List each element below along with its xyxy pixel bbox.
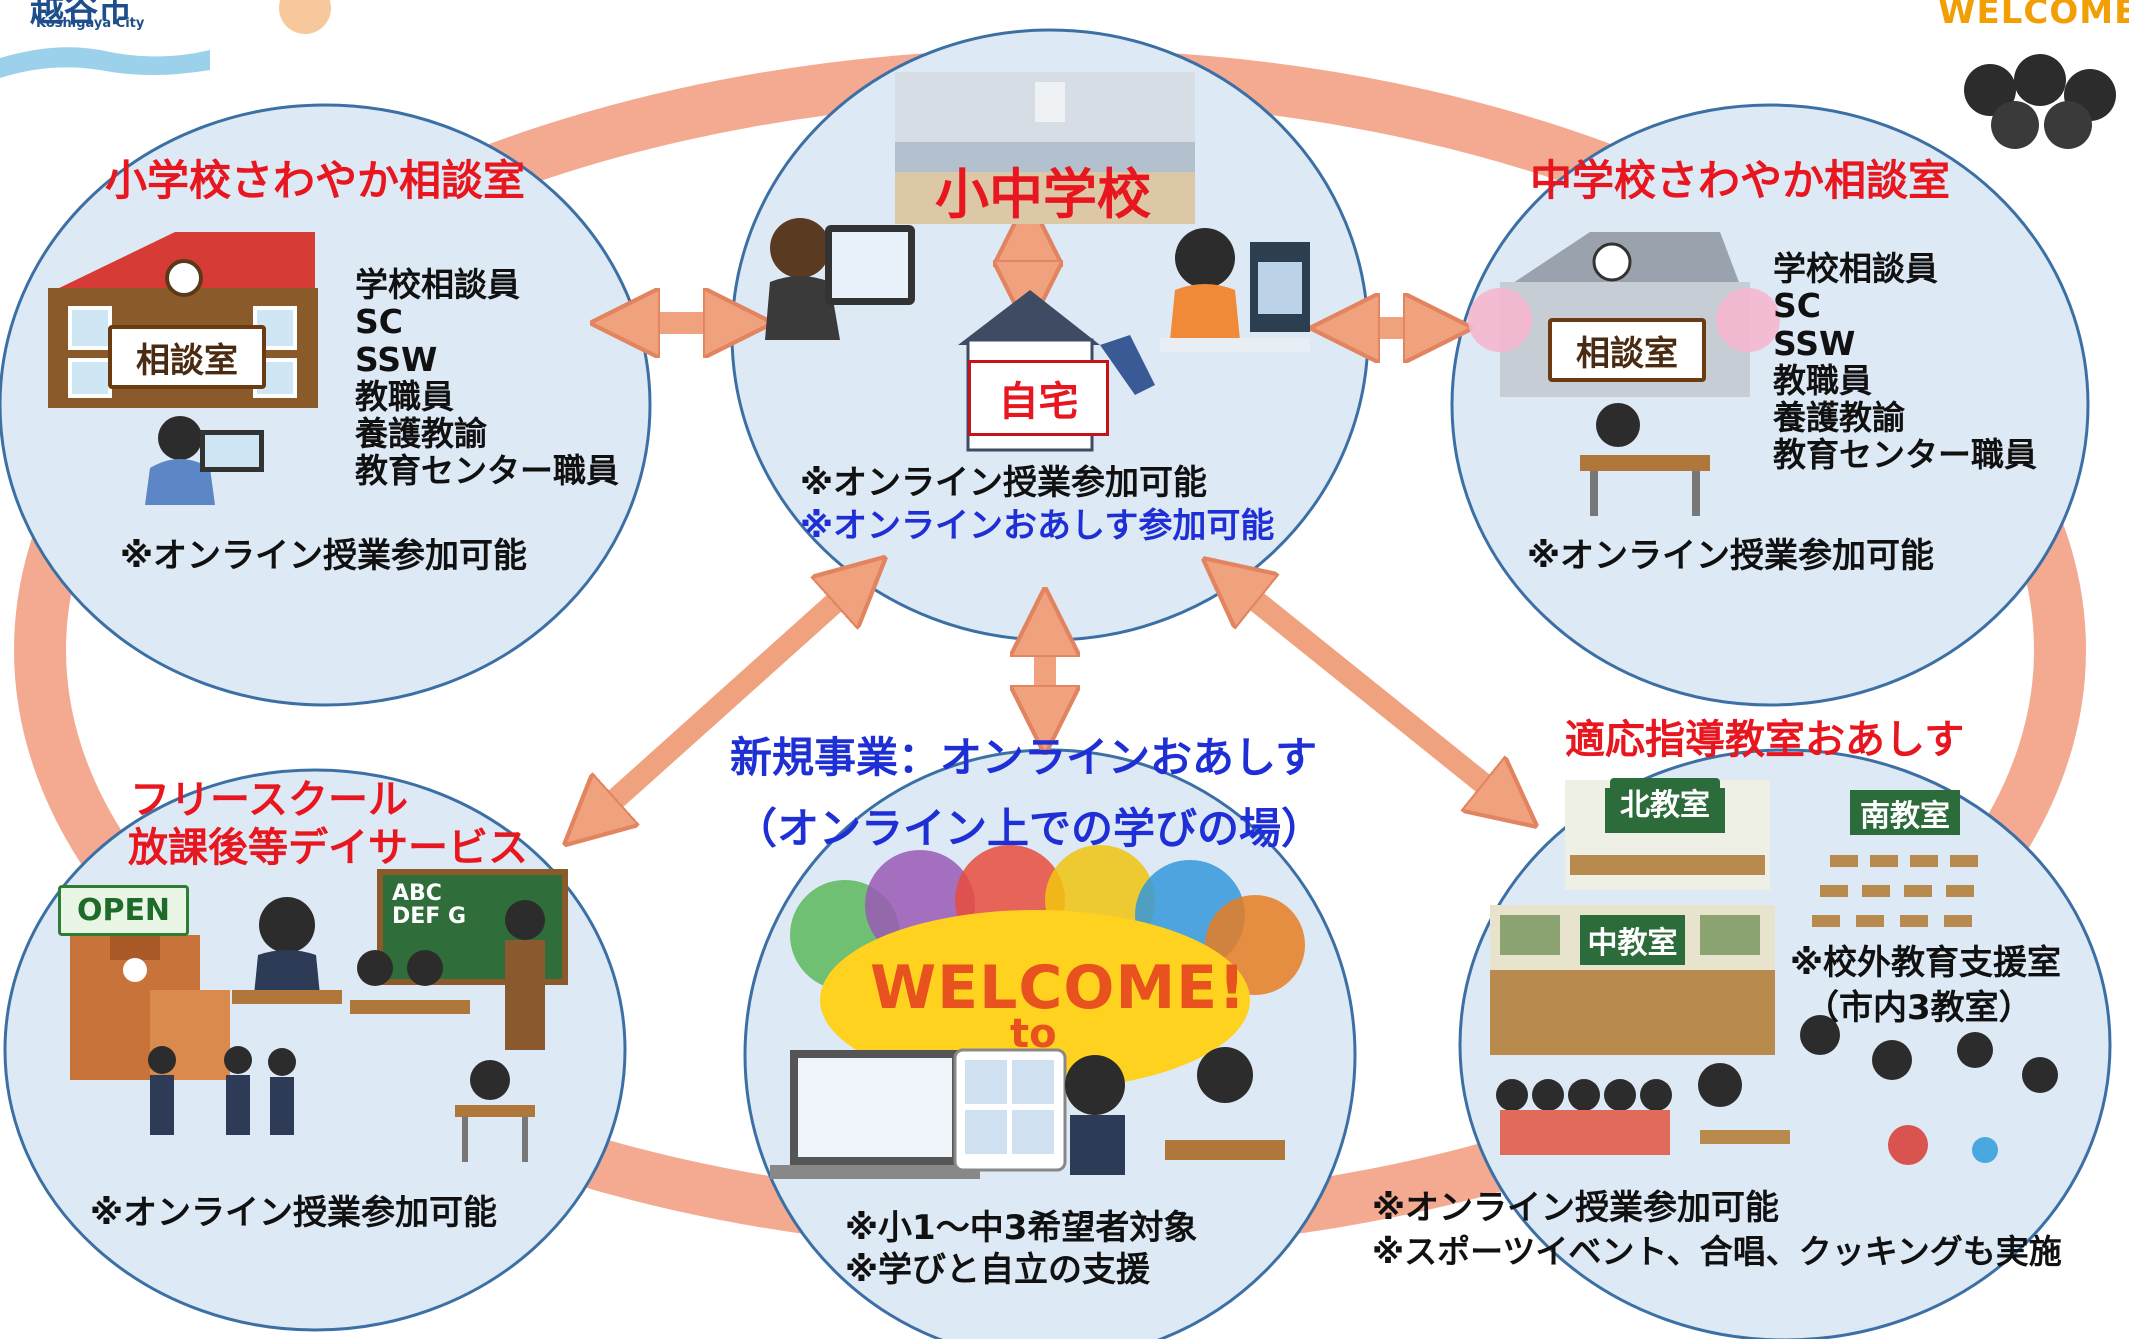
- online-title-line2: （オンライン上での学びの場）: [735, 804, 1324, 853]
- blackboard-text: ABC DEF G: [392, 881, 467, 930]
- staff-item: SSW: [355, 339, 438, 379]
- freeschool-note: ※オンライン授業参加可能: [90, 1193, 498, 1233]
- oasis-note-online: ※オンライン授業参加可能: [1372, 1188, 1780, 1228]
- south-room-label: 南教室: [1860, 798, 1950, 834]
- junior-title: 中学校さわやか相談室: [1530, 156, 1951, 205]
- laptop-teacher-illustration: [770, 1050, 980, 1179]
- welcome-banner-text: WELCOME!: [870, 953, 1247, 1023]
- staff-item: 養護教諭: [1773, 398, 1905, 438]
- online-note-target: ※小1～中3希望者対象: [845, 1208, 1198, 1248]
- south-room-sign: 南教室: [1850, 790, 1960, 835]
- staff-item: 教職員: [355, 376, 454, 416]
- video-call-tablet-illustration: [953, 1048, 1067, 1172]
- students-online-illustration: [1065, 1047, 1285, 1175]
- junior-note: ※オンライン授業参加可能: [1527, 536, 1935, 576]
- junior-room-sign-label: 相談室: [1576, 333, 1678, 374]
- staff-item: 養護教諭: [355, 414, 487, 454]
- school-note-online-class: ※オンライン授業参加可能: [800, 463, 1208, 503]
- student-laptop-illustration: [145, 416, 264, 505]
- walking-students-illustration: [148, 1046, 296, 1135]
- staff-item: 教職員: [1773, 360, 1872, 400]
- elementary-title: 小学校さわやか相談室: [105, 156, 526, 205]
- circle-oasis: [1458, 748, 2112, 1339]
- balloons-illustration: [790, 845, 1305, 1090]
- welcome-badge: WELCOME: [1938, 0, 2129, 32]
- staff-item: SC: [1773, 286, 1821, 326]
- online-note-support: ※学びと自立の支援: [845, 1250, 1151, 1290]
- north-room-label: 北教室: [1620, 788, 1710, 823]
- open-sign-text: OPEN: [76, 893, 171, 928]
- staff-item: 教育センター職員: [1773, 435, 2037, 475]
- oasis-support-line2: （市内3教室）: [1805, 988, 2033, 1028]
- staff-item: SC: [355, 302, 403, 342]
- arrow-school-freeschool: [590, 580, 860, 822]
- staff-item: 教育センター職員: [355, 451, 619, 491]
- freeschool-building-illustration: [70, 920, 230, 1080]
- student-desk-illustration: [1580, 403, 1710, 516]
- elementary-staff-list: 学校相談員 SC SSW 教職員 養護教諭 教育センター職員: [355, 266, 619, 490]
- freeschool-title-line1: フリースクール: [130, 777, 408, 823]
- mascot-illustration: [279, 0, 331, 34]
- freeschool-title-line2: 放課後等デイサービス: [128, 825, 528, 871]
- staff-item: 学校相談員: [1773, 249, 1938, 288]
- north-room-sign: 北教室: [1610, 778, 1720, 826]
- junior-staff-list: 学校相談員 SC SSW 教職員 養護教諭 教育センター職員: [1773, 250, 2037, 474]
- oasis-support-line1: ※校外教育支援室: [1790, 943, 2062, 983]
- student-pc-illustration: [1160, 228, 1310, 352]
- elementary-building-illustration: [48, 232, 318, 408]
- oasis-note-activities: ※スポーツイベント、合唱、クッキングも実施: [1372, 1232, 2062, 1271]
- elementary-room-sign: 相談室: [108, 325, 266, 389]
- open-sign: OPEN: [58, 885, 189, 936]
- welcome-kids-illustration: [1964, 54, 2116, 149]
- city-logo-wave: [0, 47, 210, 78]
- oasis-title: 適応指導教室おあしす: [1565, 717, 1965, 763]
- activities-illustration: [1496, 1015, 2058, 1165]
- middle-room-sign: 中教室: [1580, 915, 1685, 965]
- school-building-illustration: [895, 72, 1195, 224]
- city-logo-jp: 越谷市: [30, 0, 132, 30]
- home-label: 自宅: [968, 360, 1109, 436]
- teacher-blackboard-illustration: [350, 869, 568, 1050]
- student-tablet-illustration: [765, 218, 915, 340]
- student-smartphone-illustration: [232, 897, 342, 1004]
- home-label-text: 自宅: [998, 379, 1079, 425]
- school-note-online-oasis: ※オンラインおあしす参加可能: [800, 506, 1275, 546]
- arrow-school-oasis: [1230, 580, 1510, 805]
- junior-room-sign: 相談室: [1548, 318, 1706, 382]
- middle-room-label: 中教室: [1587, 926, 1678, 961]
- online-title-line1: 新規事業：オンラインおあしす: [730, 733, 1318, 782]
- student-at-desk-illustration: [455, 1060, 535, 1162]
- elementary-note: ※オンライン授業参加可能: [120, 536, 528, 576]
- city-logo-en: Koshigaya City: [36, 16, 145, 31]
- staff-item: SSW: [1773, 323, 1856, 363]
- school-title: 小中学校: [935, 163, 1151, 226]
- welcome-banner-to: to: [1010, 1011, 1057, 1057]
- staff-item: 学校相談員: [355, 265, 520, 304]
- elementary-room-sign-label: 相談室: [136, 340, 238, 381]
